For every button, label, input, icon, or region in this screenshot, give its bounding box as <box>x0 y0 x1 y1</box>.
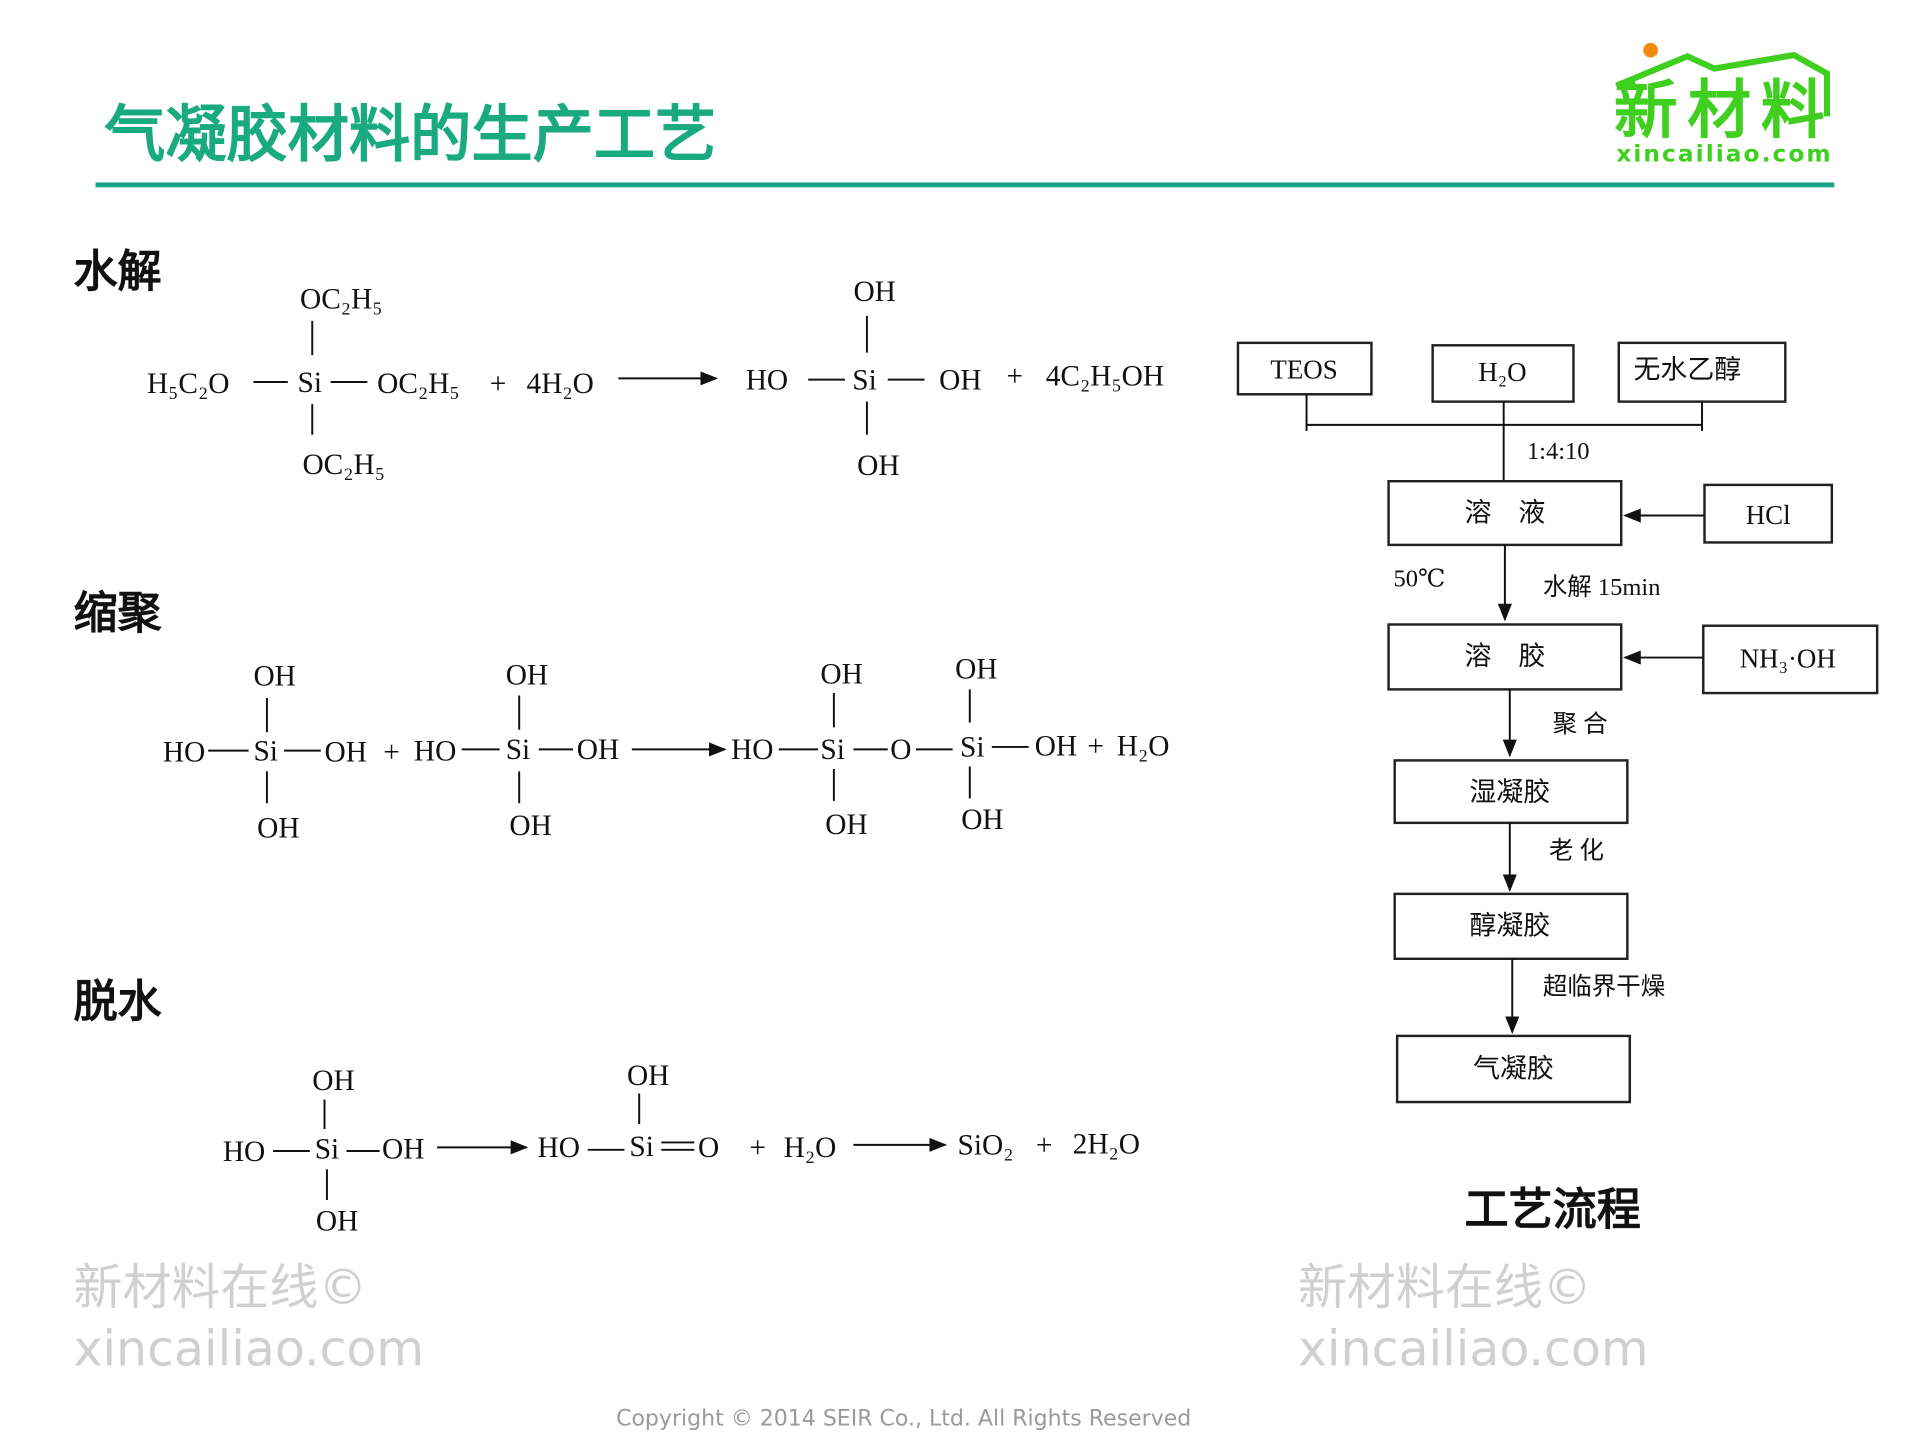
chem-text: 2H₂O <box>1073 1128 1140 1160</box>
box-nh3 <box>1702 624 1879 695</box>
chem-text: H₂O <box>1117 731 1170 763</box>
chem-text: OH <box>509 810 551 842</box>
copyright: Copyright © 2014 SEIR Co., Ltd. All Righ… <box>616 1406 1191 1431</box>
process-flowchart: TEOS H₂O 无水乙醇 1:4:10 溶 液 HCl 50℃ 水解 15mi… <box>1236 341 1879 1104</box>
chem-text: OH <box>382 1133 424 1165</box>
chem-text: O <box>698 1132 719 1164</box>
hydrolysis-time-label: 水解 15min <box>1543 573 1661 601</box>
watermark: 新材料在线© xincailiao.com <box>73 1259 424 1377</box>
chem-text: OH <box>825 809 867 841</box>
chem-text: + <box>1007 361 1024 393</box>
chem-text: Si <box>506 734 531 766</box>
chem-text: + <box>383 737 400 769</box>
chem-text: H₅C₂O <box>147 368 230 400</box>
chem-text: OH <box>1035 731 1077 763</box>
chem-text: OC₂H₅ <box>302 449 385 481</box>
chem-text: Si <box>820 734 845 766</box>
chem-text: Si <box>315 1133 340 1165</box>
chem-text: HO <box>163 737 205 769</box>
chem-text: OH <box>820 658 862 690</box>
chem-text: SiO₂ <box>958 1130 1014 1162</box>
box-solution <box>1387 480 1623 547</box>
box-ethanol-label: 无水乙醇 <box>1633 354 1741 384</box>
chem-text: + <box>490 368 507 400</box>
chem-text: Si <box>960 732 985 764</box>
logo: 新材料 xincailiao.com <box>1614 42 1831 168</box>
chem-text: OH <box>961 804 1003 836</box>
box-alcogel <box>1393 892 1629 960</box>
chem-text: + <box>1036 1130 1053 1162</box>
section-flow: 工艺流程 <box>1464 1184 1640 1235</box>
box-alcogel-label: 醇凝胶 <box>1469 910 1550 940</box>
box-aerogel <box>1395 1034 1632 1104</box>
ratio-label: 1:4:10 <box>1527 438 1590 465</box>
aging-label: 老 化 <box>1549 836 1604 864</box>
logo-text: 新材料 <box>1614 74 1825 148</box>
chem-text: OH <box>506 659 548 691</box>
chem-text: OH <box>312 1065 354 1097</box>
logo-sun-icon <box>1643 42 1658 58</box>
logo-roof-icon <box>1615 51 1830 117</box>
chem-text: OH <box>253 661 295 693</box>
watermark-line2: xincailiao.com <box>73 1320 424 1377</box>
polymerize-label: 聚 合 <box>1553 710 1608 738</box>
chem-text: OH <box>857 450 899 482</box>
page-title: 气凝胶材料的生产工艺 <box>104 100 716 171</box>
box-hcl-label: HCl <box>1746 500 1791 530</box>
box-teos-label: TEOS <box>1270 354 1337 384</box>
box-teos <box>1236 341 1373 396</box>
chem-text: OH <box>577 734 619 766</box>
watermark: 新材料在线© xincailiao.com <box>1298 1259 1649 1377</box>
box-nh3-label: NH₃·OH <box>1740 643 1836 673</box>
drying-label: 超临界干燥 <box>1543 972 1665 1000</box>
watermark-line1: 新材料在线© <box>73 1259 367 1316</box>
chem-text: HO <box>414 735 456 767</box>
chem-text: 4H₂O <box>527 368 594 400</box>
dehydration-equation: OH HO Si OH OH HO Si O + H₂O SiO₂ + 2H₂O… <box>223 1060 1140 1238</box>
box-aerogel-label: 气凝胶 <box>1473 1054 1554 1084</box>
chem-text: Si <box>629 1131 654 1163</box>
hydrolysis-equation: OC₂H₅ H₅C₂O Si OC₂H₅ + 4H₂O OC₂H₅ OH HO … <box>147 276 1164 482</box>
condensation-equation: OH HO Si OH OH + HO Si OH OH OH HO Si O … <box>163 653 1170 844</box>
chem-text: OH <box>853 276 895 308</box>
chem-text: Si <box>298 367 323 399</box>
title-divider <box>95 182 1835 188</box>
box-sol-label: 溶 胶 <box>1465 641 1546 671</box>
chem-text: OH <box>257 813 299 845</box>
chem-text: OC₂H₅ <box>377 368 460 400</box>
chem-text: HO <box>538 1132 580 1164</box>
box-sol <box>1387 623 1623 691</box>
box-ethanol <box>1617 341 1787 403</box>
box-wet-gel <box>1393 759 1629 825</box>
section-dehydration: 脱水 <box>73 976 162 1027</box>
chem-text: OH <box>324 737 366 769</box>
logo-url: xincailiao.com <box>1616 141 1830 168</box>
chem-text: H₂O <box>784 1132 837 1164</box>
box-wet-gel-label: 湿凝胶 <box>1469 777 1550 807</box>
chem-text: Si <box>253 735 278 767</box>
chem-text: HO <box>731 734 773 766</box>
chem-text: OH <box>939 364 981 396</box>
chem-text: OH <box>316 1206 358 1238</box>
watermark-line2: xincailiao.com <box>1298 1320 1649 1377</box>
chem-text: OH <box>955 653 997 685</box>
chem-text: Si <box>852 364 877 396</box>
box-water-label: H₂O <box>1478 357 1526 387</box>
chem-text: HO <box>746 364 788 396</box>
section-hydrolysis: 水解 <box>73 247 161 298</box>
chem-text: + <box>749 1132 766 1164</box>
section-condensation: 缩聚 <box>73 588 162 639</box>
chem-text: OC₂H₅ <box>300 284 383 316</box>
chem-text: 4C₂H₅OH <box>1046 361 1164 393</box>
watermark-line1: 新材料在线© <box>1298 1259 1592 1316</box>
chem-text: HO <box>223 1136 265 1168</box>
box-hcl <box>1703 483 1834 544</box>
chem-text: + <box>1087 731 1104 763</box>
chem-text: O <box>890 734 911 766</box>
temperature-label: 50℃ <box>1393 566 1445 593</box>
chem-text: OH <box>627 1060 669 1092</box>
box-solution-label: 溶 液 <box>1465 498 1546 528</box>
